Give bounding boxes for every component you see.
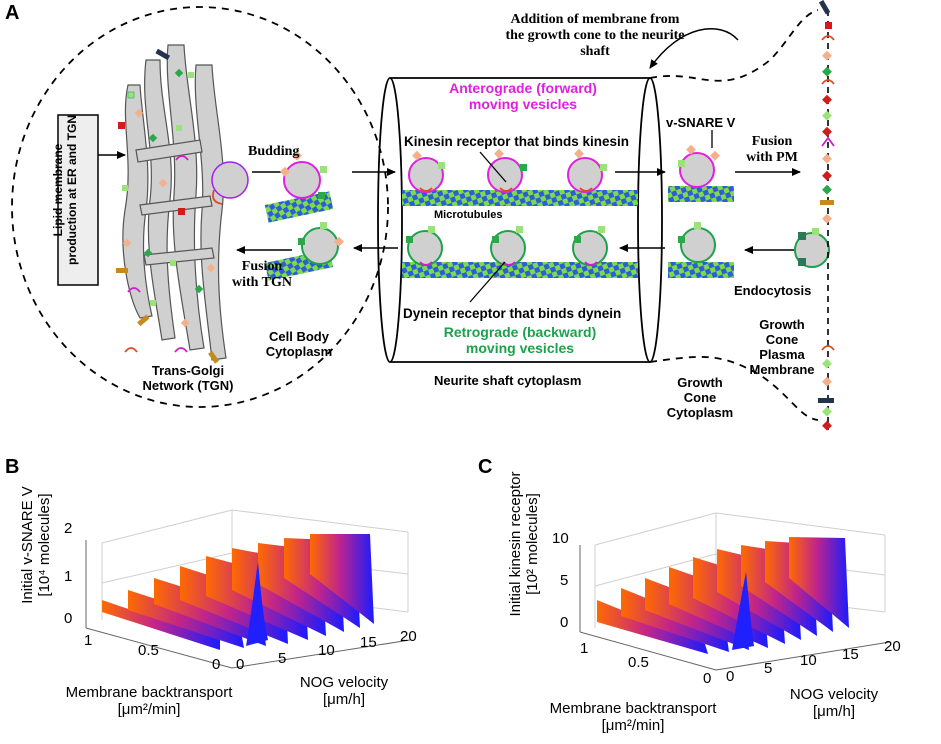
growthcone-vesicles xyxy=(668,144,734,278)
chart-b-ytick-3: 15 xyxy=(360,634,377,651)
budding-label: Budding xyxy=(248,144,300,159)
golgi-stack xyxy=(122,44,227,361)
lipid-box-label: Lipid membrane production at ER and TGN xyxy=(51,115,79,265)
chart-c-xtick-1: 0.5 xyxy=(628,654,649,671)
panel-a-diagram xyxy=(11,0,835,431)
panel-label-a: A xyxy=(5,2,20,24)
vsnare-label: v-SNARE V xyxy=(666,115,736,130)
chart-b xyxy=(85,509,411,669)
membrane-proteins xyxy=(818,0,835,431)
tgn-label: Trans-Golgi Network (TGN) xyxy=(142,363,234,393)
microtubules-label: Microtubules xyxy=(434,209,503,221)
cellbody-vesicles xyxy=(264,150,344,281)
chart-c-zlabel: Initial kinesin receptor [10² molecules] xyxy=(507,454,541,634)
chart-c-slices xyxy=(597,537,849,654)
panel-label-b: B xyxy=(5,456,20,478)
microtubule-top xyxy=(402,190,638,206)
chart-b-slice-9 xyxy=(310,534,374,624)
chart-b-xtick-0: 1 xyxy=(84,632,93,649)
chart-c-ylabel-line1: NOG velocity xyxy=(789,686,879,703)
chart-c-xlabel-line2: [μm²/min] xyxy=(601,717,665,735)
addition-arrow xyxy=(649,27,739,69)
chart-c-axes xyxy=(579,545,891,671)
chart-c-peak xyxy=(732,572,754,650)
anterograde-vesicles xyxy=(408,157,603,193)
chart-c-zlabel-line2: [10² molecules] xyxy=(523,493,541,595)
chart-b-zlabel: Initial v-SNARE V [10⁴ molecules] xyxy=(19,460,53,630)
addition-label: Addition of membrane from the growth con… xyxy=(505,12,685,60)
chart-b-ytick-1: 5 xyxy=(278,650,287,667)
chart-c-xlabel: Membrane backtransport [μm²/min] xyxy=(538,700,728,735)
chart-b-slice-1 xyxy=(102,600,220,650)
chart-b-xlabel-line1: Membrane backtransport xyxy=(65,684,233,701)
cell-body-boundary xyxy=(11,6,389,408)
fusion-tgn-label: Fusion with TGN xyxy=(231,259,293,291)
chart-c-ztick-2: 10 xyxy=(552,530,569,547)
anterograde-label: Anterograde (forward) moving vesicles xyxy=(449,80,597,113)
chart-b-peak xyxy=(246,562,268,646)
chart-b-xlabel-line2: [μm²/min] xyxy=(117,701,181,719)
chart-b-ztick-2: 2 xyxy=(64,520,73,537)
lipid-box xyxy=(57,114,99,286)
panel-label-c: C xyxy=(478,456,493,478)
chart-c-xlabel-line1: Membrane backtransport xyxy=(549,700,717,717)
golgi-proteins xyxy=(116,48,220,364)
fusion-pm-label: Fusion with PM xyxy=(746,134,798,166)
chart-c-slice-9 xyxy=(789,537,849,628)
retrograde-vesicles xyxy=(407,230,608,266)
dynein-pointer xyxy=(469,261,506,303)
cell-body-label: Cell Body Cytoplasm xyxy=(265,329,333,359)
chart-b-xtick-2: 0 xyxy=(212,656,221,673)
chart-b-ztick-1: 1 xyxy=(64,568,73,585)
kinesin-label: Kinesin receptor that binds kinesin xyxy=(404,134,630,149)
chart-c-ytick-4: 20 xyxy=(884,638,901,655)
microtubule-bottom xyxy=(402,262,638,278)
chart-b-ylabel: NOG velocity [μm/h] xyxy=(294,674,394,709)
endocytosis-label: Endocytosis xyxy=(734,283,812,298)
chart-b-ylabel-line1: NOG velocity xyxy=(299,674,389,691)
retrograde-label: Retrograde (backward) moving vesicles xyxy=(443,324,597,357)
growthcone-bottom-boundary xyxy=(649,356,819,421)
chart-c-ztick-1: 5 xyxy=(560,572,569,589)
chart-b-ztick-0: 0 xyxy=(64,610,73,627)
neurite-label: Neurite shaft cytoplasm xyxy=(434,373,582,388)
chart-c-ytick-1: 5 xyxy=(764,660,773,677)
growthcone-top-boundary xyxy=(649,9,819,82)
chart-c-ylabel-line2: [μm/h] xyxy=(813,703,855,721)
chart-b-ylabel-line2: [μm/h] xyxy=(323,691,365,709)
chart-c-xtick-0: 1 xyxy=(580,640,589,657)
chart-c-ytick-0: 0 xyxy=(726,668,735,685)
chart-b-zlabel-line2: [10⁴ molecules] xyxy=(35,493,53,597)
chart-c-ztick-0: 0 xyxy=(560,614,569,631)
dynein-label: Dynein receptor that binds dynein xyxy=(403,306,622,321)
chart-b-slices xyxy=(102,534,374,650)
chart-b-ytick-4: 20 xyxy=(400,628,417,645)
chart-b-axes xyxy=(85,540,411,669)
chart-b-zlabel-line1: Initial v-SNARE V xyxy=(19,486,36,604)
gc-cytoplasm-label: Growth Cone Cytoplasm xyxy=(666,375,734,420)
chart-b-xlabel: Membrane backtransport [μm²/min] xyxy=(54,684,244,719)
chart-c-xtick-2: 0 xyxy=(703,670,712,687)
neurite-proteins xyxy=(406,148,607,266)
kinesin-pointer xyxy=(479,151,507,183)
chart-c xyxy=(579,512,891,671)
chart-b-ytick-2: 10 xyxy=(318,642,335,659)
chart-c-ytick-3: 15 xyxy=(842,646,859,663)
chart-c-zlabel-line1: Initial kinesin receptor xyxy=(507,471,524,617)
chart-c-ylabel: NOG velocity [μm/h] xyxy=(784,686,884,721)
chart-b-xtick-1: 0.5 xyxy=(138,642,159,659)
chart-b-ytick-0: 0 xyxy=(236,656,245,673)
budding-vesicle xyxy=(211,161,249,199)
gc-membrane-label: Growth Cone Plasma Membrane xyxy=(749,317,815,377)
chart-c-ytick-2: 10 xyxy=(800,652,817,669)
